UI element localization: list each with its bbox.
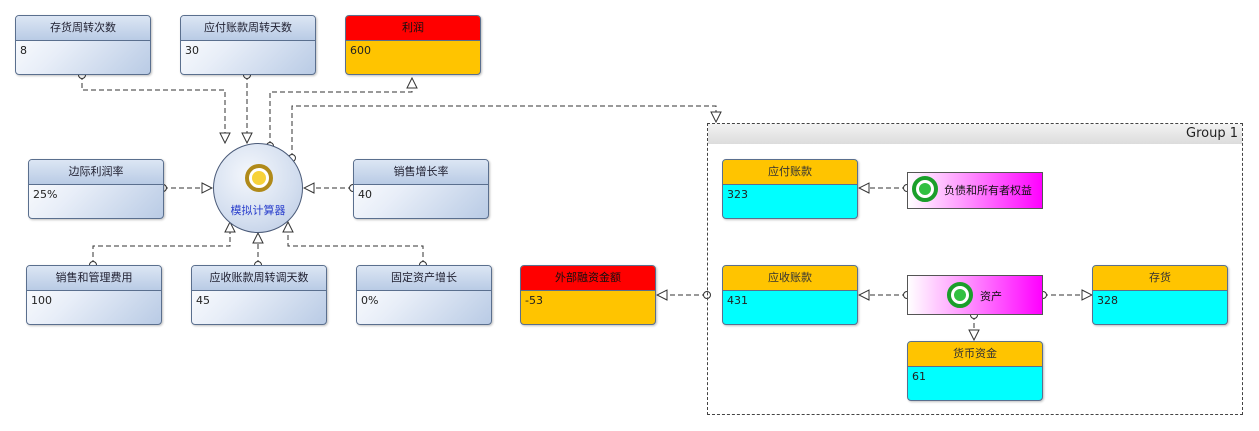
output-value: -53 [525, 294, 543, 307]
node-liabilities-equity[interactable]: 负债和所有者权益 [907, 172, 1043, 209]
input-sales-growth[interactable]: 销售增长率 40 [353, 159, 489, 219]
account-title: 应付账款 [723, 160, 857, 185]
account-title: 存货 [1093, 266, 1227, 291]
simulator-label: 模拟计算器 [230, 204, 286, 217]
output-external-financing[interactable]: 外部融资金额 -53 [520, 265, 656, 325]
input-value: 40 [358, 188, 372, 201]
output-title: 利润 [346, 16, 480, 41]
simulator-ring-icon [245, 164, 273, 192]
input-title: 存货周转次数 [16, 16, 150, 41]
account-cash[interactable]: 货币资金 61 [907, 341, 1043, 401]
link-fixed-assets [288, 222, 424, 265]
account-value: 61 [912, 370, 926, 383]
node-assets[interactable]: 资产 [907, 275, 1043, 315]
input-fixed-asset-growth[interactable]: 固定资产增长 0% [356, 265, 492, 325]
group-title: Group 1 [708, 124, 1242, 144]
liabilities-ring-icon [912, 176, 938, 202]
input-value: 30 [185, 44, 199, 57]
node-label: 资产 [980, 290, 1002, 303]
input-receivable-days[interactable]: 应收账款周转调天数 45 [191, 265, 327, 325]
account-inventory[interactable]: 存货 328 [1092, 265, 1228, 325]
input-margin-rate[interactable]: 边际利润率 25% [28, 159, 164, 219]
account-receivable[interactable]: 应收账款 431 [722, 265, 858, 325]
link-to-profit [269, 78, 412, 146]
account-value: 431 [727, 294, 748, 307]
output-title: 外部融资金额 [521, 266, 655, 291]
account-title: 货币资金 [908, 342, 1042, 367]
account-value: 328 [1097, 294, 1118, 307]
input-title: 应收账款周转调天数 [192, 266, 326, 291]
input-title: 应付账款周转天数 [181, 16, 315, 41]
simulator-node[interactable]: 模拟计算器 [213, 143, 303, 233]
output-value: 600 [350, 44, 371, 57]
input-title: 销售和管理费用 [27, 266, 161, 291]
link-admin-expense [92, 222, 230, 265]
input-value: 45 [196, 294, 210, 307]
input-value: 0% [361, 294, 379, 307]
account-payable[interactable]: 应付账款 323 [722, 159, 858, 219]
assets-ring-icon [947, 282, 973, 308]
output-profit[interactable]: 利润 600 [345, 15, 481, 75]
node-label: 负债和所有者权益 [944, 184, 1032, 197]
link-inventory-turnover [81, 75, 225, 143]
input-value: 25% [33, 188, 58, 201]
input-inventory-turnover[interactable]: 存货周转次数 8 [15, 15, 151, 75]
input-title: 销售增长率 [354, 160, 488, 185]
input-payable-days[interactable]: 应付账款周转天数 30 [180, 15, 316, 75]
input-title: 边际利润率 [29, 160, 163, 185]
input-value: 100 [31, 294, 52, 307]
input-value: 8 [20, 44, 27, 57]
input-title: 固定资产增长 [357, 266, 491, 291]
account-title: 应收账款 [723, 266, 857, 291]
account-value: 323 [727, 188, 748, 201]
link-to-group [291, 105, 716, 158]
input-admin-expense[interactable]: 销售和管理费用 100 [26, 265, 162, 325]
group-container[interactable]: Group 1 [707, 123, 1243, 415]
